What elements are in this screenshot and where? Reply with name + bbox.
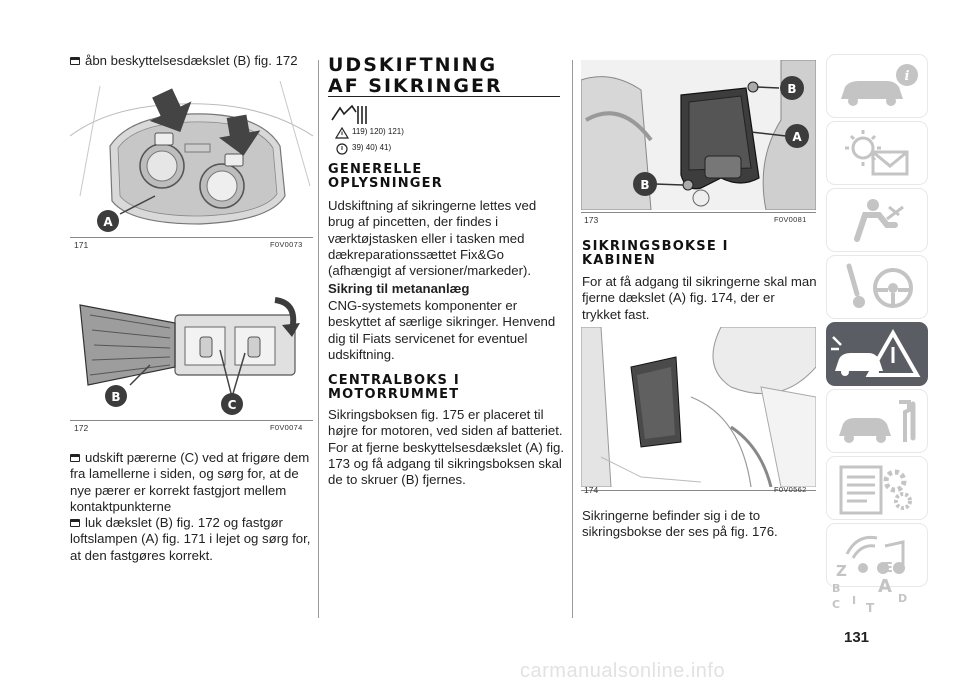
svg-text:E: E [884,561,893,576]
heading-general-info: GENERELLE OPLYSNINGER [328,162,443,191]
figure-174-rule [581,490,816,491]
figure-171-image: A [70,76,313,236]
watermark: carmanualsonline.info [520,660,726,682]
bullet-icon [70,519,80,528]
steering-key-icon [846,263,913,308]
tab-emergency[interactable] [826,322,928,386]
tab-technical-data[interactable] [826,456,928,520]
maintenance-icon [839,400,916,443]
car-info-icon: i [841,64,918,106]
warning-refs-1: 119) 120) 121) [352,127,404,136]
figure-173-rule [581,212,816,213]
callout-c: C [228,398,237,412]
tab-starting-driving[interactable] [826,255,928,319]
page-number: 131 [844,629,870,646]
paragraph-engine-fusebox: Sikringsboksen fig. 175 er placeret til … [328,407,564,488]
safety-airbag-icon [854,199,904,242]
warning-refs-2: 39) 40) 41) [352,143,392,152]
figure-171-rule [70,237,313,238]
emergency-icon [831,328,921,377]
svg-text:Z: Z [836,562,847,580]
column-divider-right [572,60,573,618]
bullet-icon [70,454,80,462]
figure-172-number: 172 [74,423,89,433]
warning-refs-block: 119) 120) 121) 39) 40) 41) [330,102,530,155]
tab-warning-lights[interactable] [826,121,928,185]
heading-engine-fusebox: CENTRALBOKS I MOTORRUMMET [328,373,460,402]
bullet-list-bulbs: udskift pærerne (C) ved at frigøre dem f… [70,450,311,563]
tools-warning-icon [331,104,367,124]
column-divider-left [318,60,319,618]
technical-data-icon [839,465,912,515]
figure-174-code: F0V0562 [774,485,807,494]
figure-172-code: F0V0074 [270,423,303,432]
svg-text:D: D [898,592,907,605]
bullet-icon [70,57,80,65]
figure-173-code: F0V0081 [774,215,807,224]
figure-172-image: B C [70,285,313,415]
paragraph-cabin-fusebox: For at få adgang til sikringerne skal ma… [582,274,817,322]
tab-multimedia[interactable] [826,523,928,587]
figure-172-rule [70,420,313,421]
callout-b: B [111,390,120,404]
callout-a: A [792,130,802,144]
tab-index[interactable]: Z E B A I C T D [826,552,928,614]
multimedia-icon [845,535,905,574]
section-title: UDSKIFTNING AF SIKRINGER [328,54,503,97]
figure-173-image: B A B [581,60,816,210]
warning-triangle-icon [335,127,349,139]
figure-171-code: F0V0073 [270,240,303,249]
paragraph-methane: CNG-systemets komponenter er beskyttet a… [328,298,556,362]
title-underline [328,96,560,97]
bullet-open-cover: åbn beskyttelsesdækslet (B) fig. 172 [70,53,310,69]
svg-text:I: I [852,594,856,607]
tab-car-info[interactable]: i [826,54,928,118]
callout-a: A [103,215,113,229]
figure-174-number: 174 [584,485,599,495]
index-icon: Z E B A I C T D [832,561,907,614]
subheading-methane: Sikring til metananlæg [328,281,470,296]
svg-text:B: B [832,582,840,595]
figure-171-number: 171 [74,240,89,250]
figure-174-image [581,327,816,487]
tab-safety[interactable] [826,188,928,252]
figure-173-number: 173 [584,215,599,225]
warning-lights-icon [845,130,909,176]
svg-text:i: i [905,69,910,84]
svg-text:A: A [878,576,892,597]
callout-b-bottom: B [640,178,649,192]
svg-text:T: T [866,601,875,614]
tab-maintenance[interactable] [826,389,928,453]
svg-text:C: C [832,598,840,611]
paragraph-fuses-location: Sikringerne befinder sig i de to sikring… [582,508,778,540]
heading-cabin-fusebox: SIKRINGSBOKSE I KABINEN [582,239,729,268]
paragraph-general-info: Udskiftning af sikringerne lettes ved br… [328,198,537,279]
caution-icon [336,143,348,155]
callout-b-top: B [787,82,796,96]
